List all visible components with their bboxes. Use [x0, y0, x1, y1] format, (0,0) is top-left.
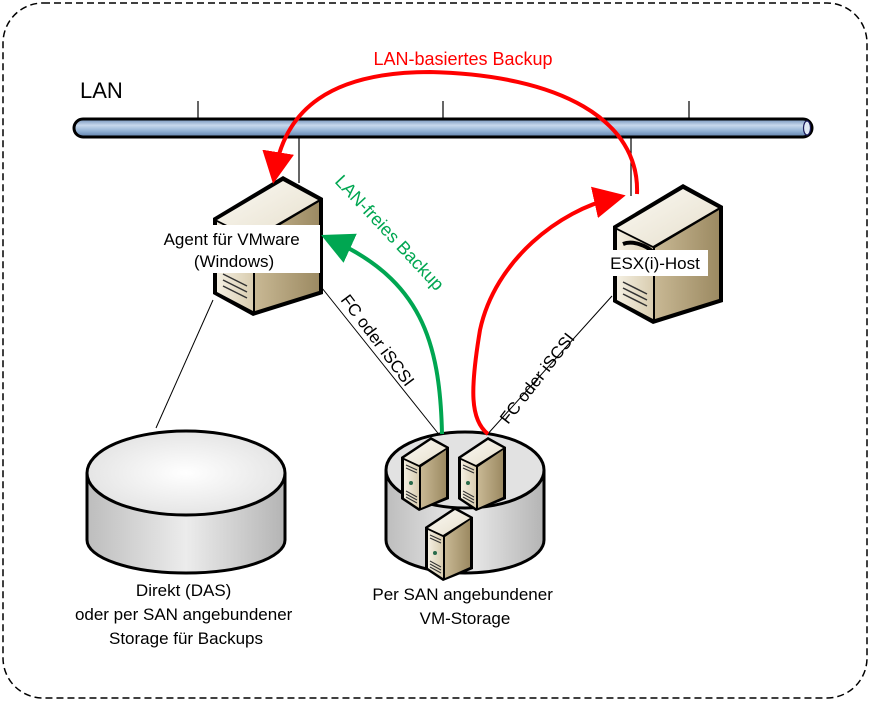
- storage-to-esx-arrow: [471, 186, 626, 436]
- agent-label-line1: Agent für VMware: [164, 230, 300, 249]
- backup-storage-icon: [85, 429, 287, 575]
- esx-fc-label: FC oder iSCSI: [496, 329, 578, 427]
- backup-storage-label-line2: oder per SAN angebundener: [75, 605, 293, 624]
- agent-to-vm-storage-link: [317, 282, 442, 438]
- agent-label-line2: (Windows): [194, 252, 274, 271]
- esx-to-vm-storage-link: [484, 295, 613, 438]
- backup-storage-label: Direkt (DAS) oder per SAN angebundener S…: [75, 581, 297, 648]
- vm-storage-label-line2: VM-Storage: [420, 609, 511, 628]
- agent-fc-label: FC oder iSCSI: [337, 291, 418, 390]
- agent-to-backup-storage-link: [155, 299, 214, 429]
- vm-storage-icon: [384, 430, 546, 582]
- lan-free-backup-arrow: [321, 233, 444, 435]
- lan-based-backup-label: LAN-basiertes Backup: [373, 49, 552, 69]
- backup-storage-label-line1: Direkt (DAS): [136, 581, 231, 600]
- lan-bus: [72, 117, 814, 139]
- vm-storage-label: Per SAN angebundener VM-Storage: [372, 585, 557, 628]
- agent-label-bg: [150, 225, 320, 273]
- lan-label: LAN: [80, 78, 123, 103]
- vm-storage-label-line1: Per SAN angebundener: [372, 585, 553, 604]
- backup-storage-label-line3: Storage für Backups: [109, 629, 263, 648]
- esx-host-label: ESX(i)-Host: [610, 254, 700, 273]
- esx-label-bg: [603, 250, 708, 276]
- lan-based-backup-arrow: [262, 69, 640, 195]
- agent-label: Agent für VMware (Windows): [164, 230, 305, 271]
